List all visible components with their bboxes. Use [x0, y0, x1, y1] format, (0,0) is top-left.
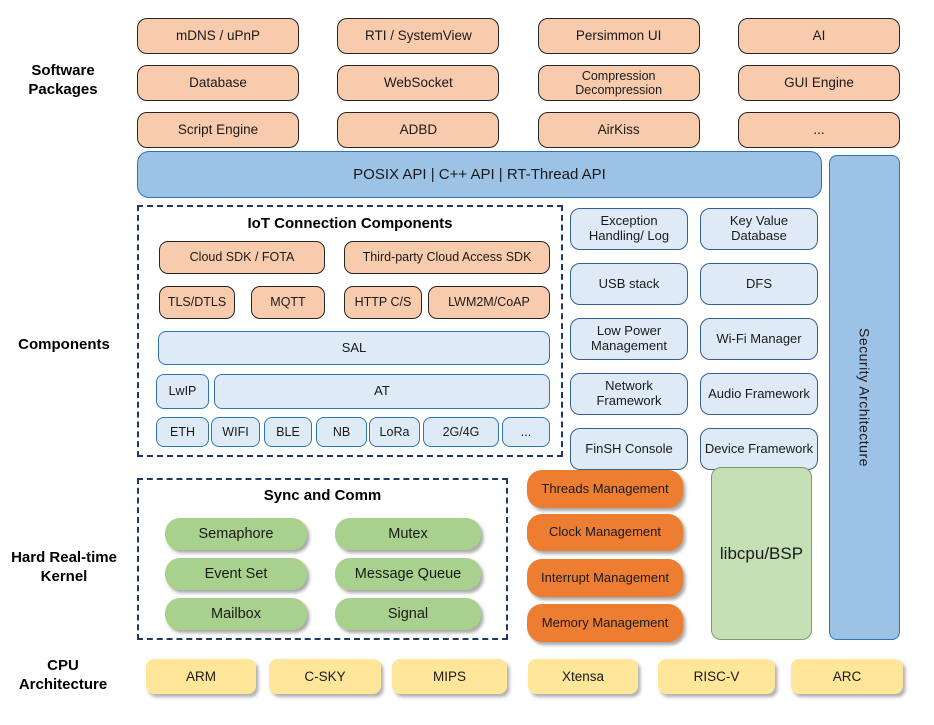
software-packages-grid: mDNS / uPnP RTI / SystemView Persimmon U… — [137, 18, 900, 148]
api-bar: POSIX API | C++ API | RT-Thread API — [137, 151, 822, 198]
package-box: WebSocket — [337, 65, 500, 101]
sync-group-title: Sync and Comm — [263, 487, 382, 504]
package-box: Database — [137, 65, 299, 101]
component-services-grid: Exception Handling/ Log Key Value Databa… — [570, 208, 818, 470]
cpu-box-xtensa: Xtensa — [528, 659, 638, 694]
security-architecture-bar: Security Architecture — [829, 155, 900, 640]
third-party-sdk-box: Third-party Cloud Access SDK — [344, 241, 550, 274]
sal-box: SAL — [158, 331, 550, 365]
package-box: ADBD — [337, 112, 500, 148]
side-label-kernel: Hard Real-time Kernel — [11, 549, 117, 585]
service-box-usb: USB stack — [570, 263, 688, 305]
cpu-box-riscv: RISC-V — [658, 659, 775, 694]
package-box: AI — [737, 18, 900, 54]
cpu-box-arc: ARC — [791, 659, 903, 694]
link-box-eth: ETH — [156, 417, 209, 447]
link-box-more: ... — [502, 417, 550, 447]
sync-box-mailbox: Mailbox — [165, 598, 307, 630]
package-box: Script Engine — [137, 112, 299, 148]
cpu-box-csky: C-SKY — [269, 659, 381, 694]
side-label-components: Components — [18, 336, 110, 353]
link-box-wifi: WIFI — [211, 417, 260, 447]
package-box: RTI / SystemView — [337, 18, 500, 54]
cpu-box-arm: ARM — [146, 659, 256, 694]
protocol-box-tls: TLS/DTLS — [159, 286, 235, 319]
cloud-sdk-box: Cloud SDK / FOTA — [159, 241, 325, 274]
link-box-lora: LoRa — [369, 417, 420, 447]
mgmt-box-clock: Clock Management — [527, 514, 683, 551]
side-label-software-packages: Software Packages — [28, 62, 98, 98]
iot-connection-components-box: IoT Connection Components Cloud SDK / FO… — [137, 205, 563, 457]
sync-and-comm-box: Sync and Comm Semaphore Mutex Event Set … — [137, 478, 508, 640]
service-box-exception: Exception Handling/ Log — [570, 208, 688, 250]
mgmt-box-memory: Memory Management — [527, 604, 683, 642]
service-box-finsh: FinSH Console — [570, 428, 688, 470]
security-architecture-label: Security Architecture — [856, 328, 873, 467]
package-box: Persimmon UI — [537, 18, 700, 54]
mgmt-box-interrupt: Interrupt Management — [527, 559, 683, 597]
sync-box-semaphore: Semaphore — [165, 518, 307, 550]
cpu-box-mips: MIPS — [392, 659, 507, 694]
link-box-2g4g: 2G/4G — [423, 417, 499, 447]
sync-box-eventset: Event Set — [165, 558, 307, 590]
link-box-ble: BLE — [264, 417, 312, 447]
protocol-box-mqtt: MQTT — [251, 286, 325, 319]
service-box-device: Device Framework — [700, 428, 818, 470]
libcpu-bsp-box: libcpu/BSP — [711, 467, 812, 640]
sync-box-mutex: Mutex — [335, 518, 481, 550]
sync-box-messagequeue: Message Queue — [335, 558, 481, 590]
service-box-audio: Audio Framework — [700, 373, 818, 415]
sync-box-signal: Signal — [335, 598, 481, 630]
lwip-box: LwIP — [156, 374, 209, 409]
mgmt-box-threads: Threads Management — [527, 470, 683, 508]
protocol-box-http: HTTP C/S — [344, 286, 422, 319]
protocol-box-lwm2m: LWM2M/CoAP — [428, 286, 550, 319]
package-box: ... — [737, 112, 900, 148]
at-box: AT — [214, 374, 550, 409]
package-box: Compression Decompression — [537, 65, 700, 101]
package-box: AirKiss — [537, 112, 700, 148]
service-box-wifimgr: Wi-Fi Manager — [700, 318, 818, 360]
service-box-network: Network Framework — [570, 373, 688, 415]
service-box-lowpower: Low Power Management — [570, 318, 688, 360]
side-label-cpu: CPU Architecture — [18, 657, 108, 693]
link-box-nb: NB — [316, 417, 367, 447]
iot-group-title: IoT Connection Components — [247, 215, 453, 232]
package-box: mDNS / uPnP — [137, 18, 299, 54]
sync-grid: Semaphore Mutex Event Set Message Queue … — [165, 518, 481, 630]
package-box: GUI Engine — [737, 65, 900, 101]
service-box-dfs: DFS — [700, 263, 818, 305]
service-box-keyvalue: Key Value Database — [700, 208, 818, 250]
